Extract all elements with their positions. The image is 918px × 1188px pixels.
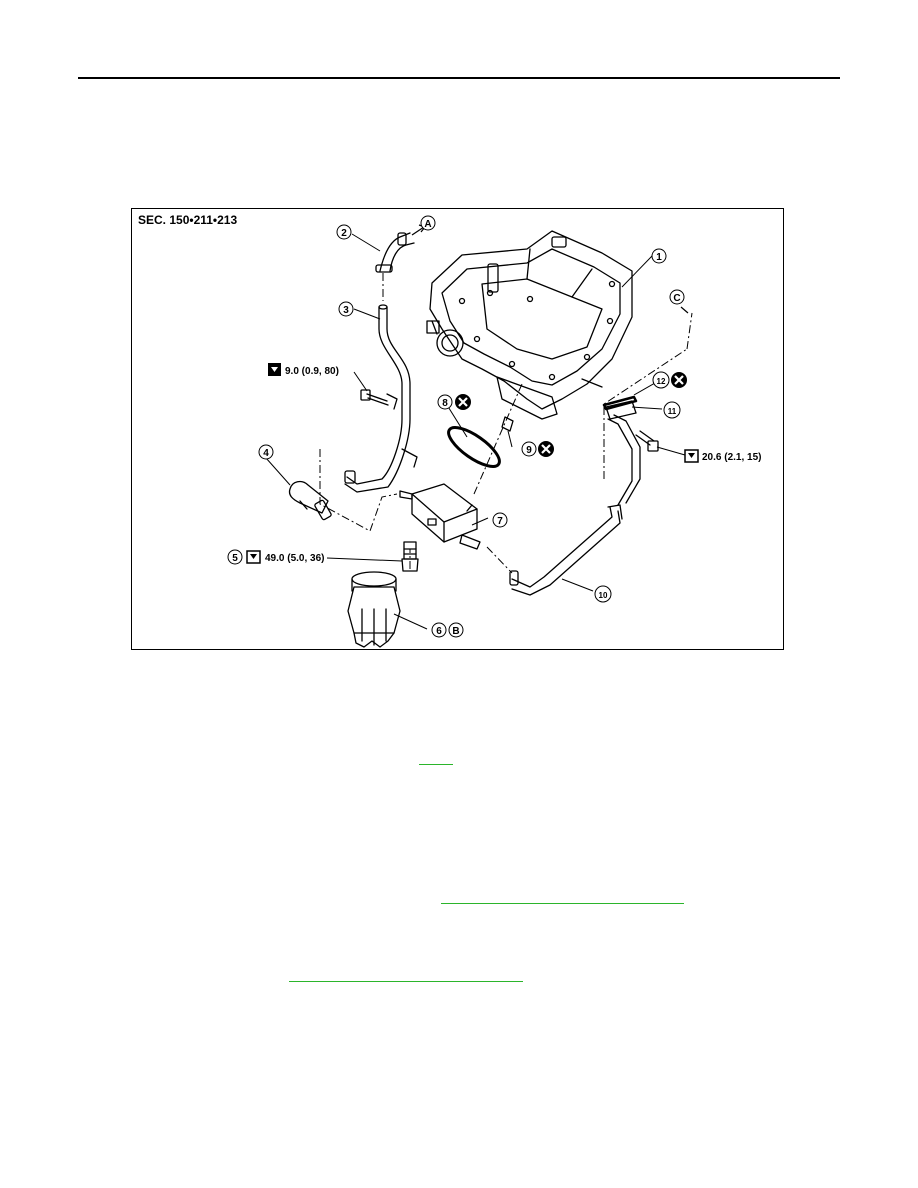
callout-12: 12	[652, 371, 670, 389]
gasket-part	[602, 395, 638, 411]
link-2[interactable]	[441, 903, 684, 904]
callout-10: 10	[594, 585, 612, 603]
svg-text:7: 7	[497, 516, 503, 527]
svg-text:2: 2	[341, 228, 347, 239]
do-not-reuse-icon	[538, 441, 554, 457]
oil-cooler-part	[399, 483, 481, 550]
svg-text:6: 6	[436, 626, 442, 637]
do-not-reuse-icon	[671, 372, 687, 388]
svg-text:A: A	[424, 219, 431, 230]
svg-text:11: 11	[668, 407, 677, 416]
svg-text:3: 3	[343, 305, 349, 316]
ref-c: C	[669, 289, 685, 305]
callout-8: 8	[437, 394, 453, 410]
pipe-part-11	[605, 400, 641, 506]
svg-text:5: 5	[232, 553, 238, 564]
torque-wrench-icon	[268, 363, 281, 376]
svg-text:8: 8	[442, 398, 448, 409]
callout-1: 1	[651, 248, 667, 264]
dowel-part	[501, 416, 514, 432]
callout-9: 9	[521, 441, 537, 457]
svg-text:C: C	[673, 293, 680, 304]
torque-value-5: 49.0 (5.0, 36)	[265, 553, 324, 564]
callout-7: 7	[492, 512, 508, 528]
sensor-part	[288, 480, 332, 521]
svg-text:1: 1	[656, 252, 662, 263]
svg-text:B: B	[452, 626, 459, 637]
svg-text:12: 12	[657, 377, 666, 386]
oil-pan-exploded-diagram: SEC. 150•211•213	[131, 208, 784, 650]
do-not-reuse-icon	[455, 394, 471, 410]
svg-text:4: 4	[263, 448, 269, 459]
hose-part	[375, 232, 415, 273]
callout-5: 5	[227, 549, 243, 565]
oil-pan-part	[426, 230, 633, 420]
bolt-part	[360, 389, 389, 406]
callout-2: 2	[336, 224, 352, 240]
torque-wrench-icon	[246, 550, 261, 564]
section-label: SEC. 150•211•213	[138, 213, 238, 227]
oil-filter-part	[347, 571, 401, 648]
torque-value-3: 9.0 (0.9, 80)	[285, 366, 339, 377]
ref-b: B	[448, 622, 464, 638]
svg-text:10: 10	[599, 591, 608, 600]
callout-11: 11	[663, 401, 681, 419]
callout-6: 6	[431, 622, 447, 638]
ref-a: A	[420, 215, 436, 231]
header-rule	[78, 77, 840, 79]
torque-wrench-icon	[684, 449, 699, 463]
link-3[interactable]	[289, 981, 523, 982]
link-1[interactable]	[419, 764, 453, 765]
o-ring-part	[447, 426, 501, 468]
callout-3: 3	[338, 301, 354, 317]
torque-value-11: 20.6 (2.1, 15)	[702, 452, 761, 463]
pipe-part	[509, 504, 623, 596]
svg-text:9: 9	[526, 445, 532, 456]
tube-part	[344, 304, 418, 493]
bolt-part-11	[635, 430, 659, 452]
callout-4: 4	[258, 444, 274, 460]
